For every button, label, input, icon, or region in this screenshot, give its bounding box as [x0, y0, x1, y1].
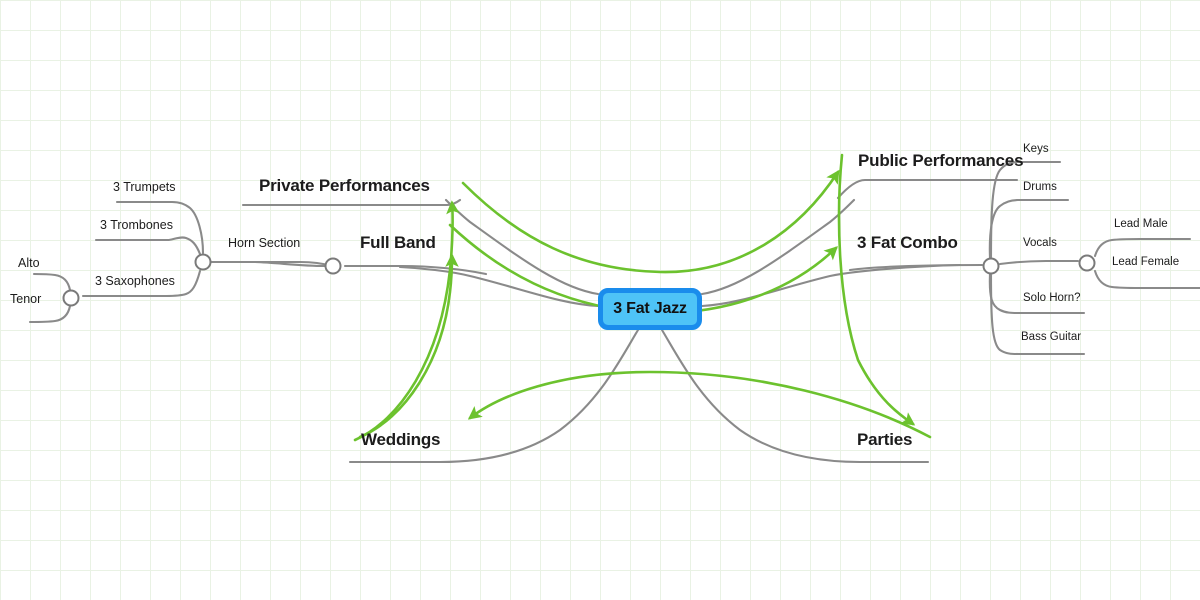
line-combo-drums: [988, 198, 1070, 260]
sub-label-vocals[interactable]: Vocals: [1023, 237, 1057, 249]
rel-weddings-to-private-performances[interactable]: [353, 200, 460, 442]
sub-label-lead-male[interactable]: Lead Male: [1114, 218, 1168, 230]
sub-label-tenor[interactable]: Tenor: [10, 292, 42, 306]
relationship-arrows: [353, 153, 932, 442]
underline-full-band: [343, 264, 488, 276]
line-horn-trumpets: [115, 200, 205, 255]
rel-private-to-public-performances[interactable]: [461, 169, 840, 274]
branch-label-public-performances[interactable]: Public Performances: [858, 151, 1024, 170]
line-root-parties: [660, 328, 930, 464]
line-root-public-performances: [700, 198, 856, 296]
underline-three-fat-combo: [848, 263, 984, 272]
branch-label-private-performances[interactable]: Private Performances: [259, 176, 430, 195]
node-dot-full-band[interactable]: [324, 257, 342, 275]
node-dots: [62, 253, 1096, 307]
branch-lines: [28, 160, 1200, 464]
sub-label-lead-female[interactable]: Lead Female: [1112, 256, 1180, 268]
sub-label-drums[interactable]: Drums: [1023, 181, 1057, 193]
node-dot-three-fat-combo[interactable]: [982, 257, 1000, 275]
line-root-private-performances: [444, 198, 600, 296]
line-root-three-fat-combo: [700, 263, 962, 308]
sub-label-trombones[interactable]: 3 Trombones: [100, 218, 173, 232]
root-node[interactable]: 3 Fat Jazz: [598, 288, 702, 330]
sub-label-saxophones[interactable]: 3 Saxophones: [95, 274, 175, 288]
sub-label-bass-guitar[interactable]: Bass Guitar: [1021, 331, 1082, 343]
sub-label-solo-horn[interactable]: Solo Horn?: [1023, 292, 1081, 304]
line-root-weddings: [348, 328, 640, 464]
underline-public-performances: [836, 178, 1019, 200]
branch-label-weddings[interactable]: Weddings: [361, 430, 441, 449]
branch-label-three-fat-combo[interactable]: 3 Fat Combo: [857, 233, 958, 252]
node-dot-saxophones[interactable]: [62, 289, 80, 307]
rel-public-performances-to-parties[interactable]: [837, 153, 916, 426]
line-horn-trombones: [94, 236, 202, 256]
line-root-full-band: [398, 265, 600, 308]
sub-label-keys[interactable]: Keys: [1023, 143, 1049, 155]
underline-private-performances: [241, 198, 462, 207]
line-combo-bass-guitar: [989, 273, 1086, 356]
branch-label-parties[interactable]: Parties: [857, 430, 913, 449]
node-dot-horn-section[interactable]: [194, 253, 212, 271]
line-sax-tenor: [28, 304, 72, 324]
rel-parties-to-weddings[interactable]: [467, 370, 932, 439]
sub-label-horn-section[interactable]: Horn Section: [228, 236, 301, 250]
line-sax-alto: [32, 272, 72, 292]
rel-parties-to-full-band[interactable]: [358, 253, 459, 439]
branch-label-full-band[interactable]: Full Band: [360, 233, 436, 252]
line-vocals-lead-male: [1093, 237, 1192, 258]
node-dot-vocals[interactable]: [1078, 254, 1096, 272]
line-vocals-lead-female: [1093, 269, 1200, 290]
line-horn-saxophones: [81, 269, 202, 298]
line-combo-vocals: [998, 259, 1080, 266]
root-node-label: 3 Fat Jazz: [613, 300, 687, 317]
sub-label-trumpets[interactable]: 3 Trumpets: [113, 180, 176, 194]
sub-label-alto[interactable]: Alto: [18, 256, 40, 270]
